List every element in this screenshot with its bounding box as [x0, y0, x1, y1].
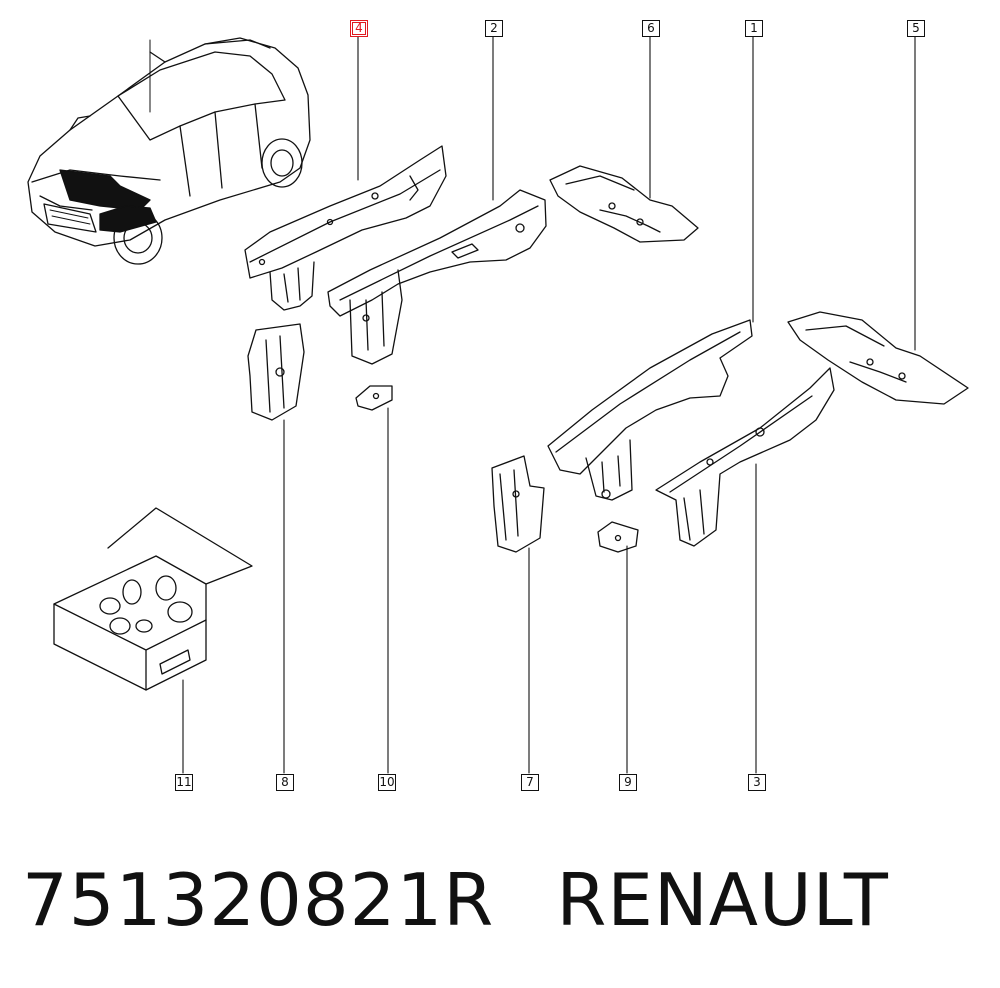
part-caption: 751320821R RENAULT	[22, 858, 889, 942]
part-3-illustration	[655, 367, 835, 547]
part-8-illustration	[247, 323, 305, 421]
callout-3[interactable]: 3	[748, 774, 766, 791]
part-10-illustration	[355, 385, 393, 411]
part-7-illustration	[491, 455, 545, 553]
callout-10[interactable]: 10	[378, 774, 396, 791]
brand-name: RENAULT	[556, 858, 889, 942]
part-4-illustration	[244, 145, 447, 311]
callout-5[interactable]: 5	[907, 20, 925, 37]
leader-lines	[182, 36, 916, 774]
callout-11[interactable]: 11	[175, 774, 193, 791]
callout-7[interactable]: 7	[521, 774, 539, 791]
callout-4[interactable]: 4	[350, 20, 368, 37]
part-9-illustration	[597, 521, 639, 553]
callout-2[interactable]: 2	[485, 20, 503, 37]
callout-1[interactable]: 1	[745, 20, 763, 37]
vehicle-overview-illustration	[27, 37, 311, 265]
part-number: 751320821R	[22, 858, 495, 942]
callout-9[interactable]: 9	[619, 774, 637, 791]
callout-8[interactable]: 8	[276, 774, 294, 791]
part-5-illustration	[787, 311, 969, 405]
callout-6[interactable]: 6	[642, 20, 660, 37]
part-11-illustration	[53, 507, 253, 691]
part-2-illustration	[327, 189, 547, 365]
part-1-illustration	[547, 319, 753, 501]
part-6-illustration	[549, 165, 699, 243]
